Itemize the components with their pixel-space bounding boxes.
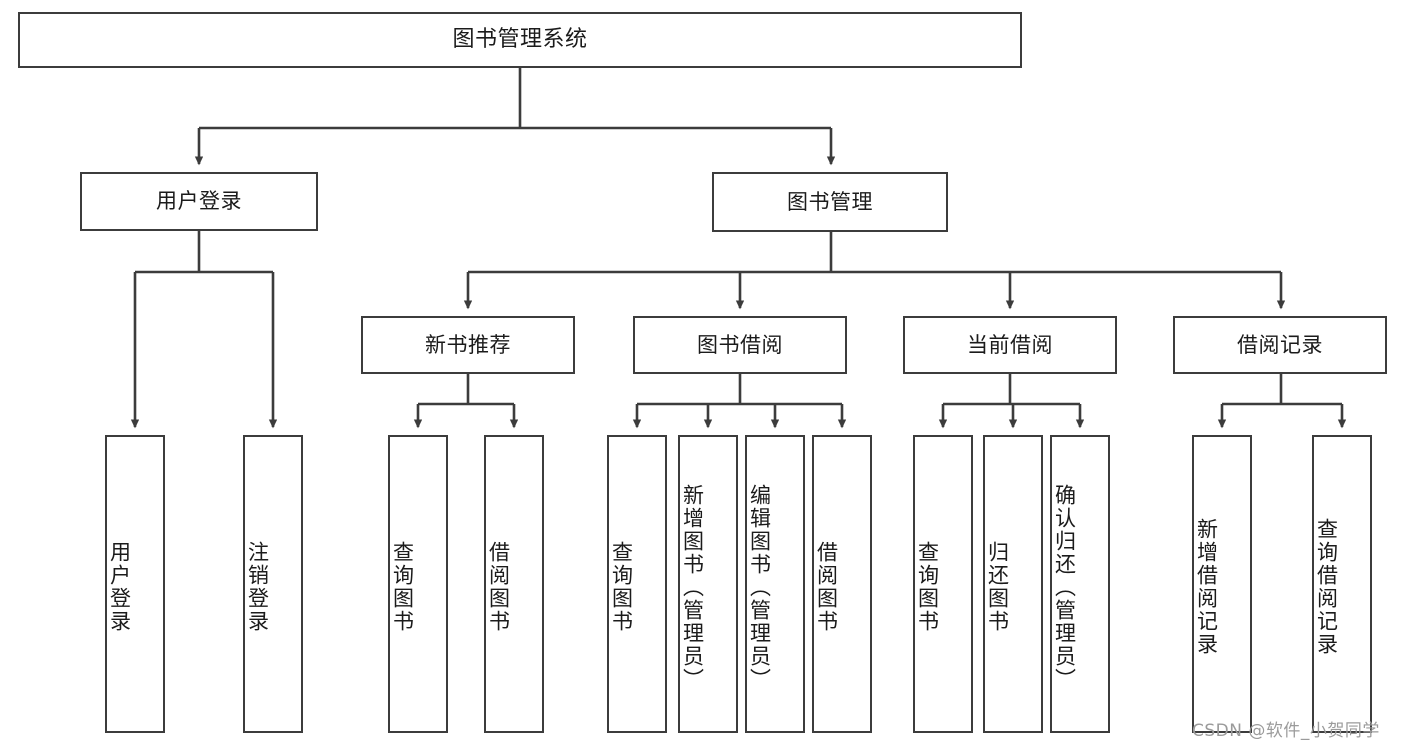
node-label: 注销登录 [245,541,270,633]
node-borrow-record[interactable]: 借阅记录 [1173,316,1387,374]
watermark: CSDN @软件_小贺同学 [1192,721,1380,741]
leaf-borrow-book[interactable]: 借阅图书 [812,435,872,733]
node-label: 借阅记录 [1237,332,1323,357]
node-current-borrow[interactable]: 当前借阅 [903,316,1117,374]
node-user-login[interactable]: 用户登录 [80,172,318,231]
node-label: 新增借阅记录 [1194,518,1219,656]
node-book-borrow[interactable]: 图书借阅 [633,316,847,374]
leaf-return-book[interactable]: 归还图书 [983,435,1043,733]
leaf-borrow-book-recommend[interactable]: 借阅图书 [484,435,544,733]
node-label: 归还图书 [985,541,1010,633]
node-label: 借阅图书 [486,541,511,633]
leaf-query-book-current[interactable]: 查询图书 [913,435,973,733]
node-label: 用户登录 [107,541,132,633]
node-label: 图书管理系统 [452,27,588,53]
leaf-confirm-return-admin[interactable]: 确认归还（管理员） [1050,435,1110,733]
leaf-logout[interactable]: 注销登录 [243,435,303,733]
node-label: 图书管理 [787,189,873,214]
leaf-edit-book-admin[interactable]: 编辑图书（管理员） [745,435,805,733]
leaf-query-book-recommend[interactable]: 查询图书 [388,435,448,733]
node-label: 新书推荐 [425,332,511,357]
node-label: 新增图书（管理员） [680,483,705,691]
leaf-query-book-borrow[interactable]: 查询图书 [607,435,667,733]
node-root-system[interactable]: 图书管理系统 [18,12,1022,68]
node-label: 查询图书 [609,541,634,633]
node-label: 查询图书 [390,541,415,633]
node-book-manage[interactable]: 图书管理 [712,172,948,232]
node-label: 当前借阅 [967,332,1053,357]
leaf-add-borrow-record[interactable]: 新增借阅记录 [1192,435,1252,733]
leaf-query-borrow-record[interactable]: 查询借阅记录 [1312,435,1372,733]
node-label: 编辑图书（管理员） [747,483,772,691]
node-new-book-recommend[interactable]: 新书推荐 [361,316,575,374]
node-label: 查询借阅记录 [1314,518,1339,656]
node-label: 图书借阅 [697,332,783,357]
node-label: 用户登录 [156,189,242,214]
leaf-user-login[interactable]: 用户登录 [105,435,165,733]
node-label: 查询图书 [915,541,940,633]
node-label: 借阅图书 [814,541,839,633]
node-label: 确认归还（管理员） [1052,483,1077,691]
leaf-add-book-admin[interactable]: 新增图书（管理员） [678,435,738,733]
